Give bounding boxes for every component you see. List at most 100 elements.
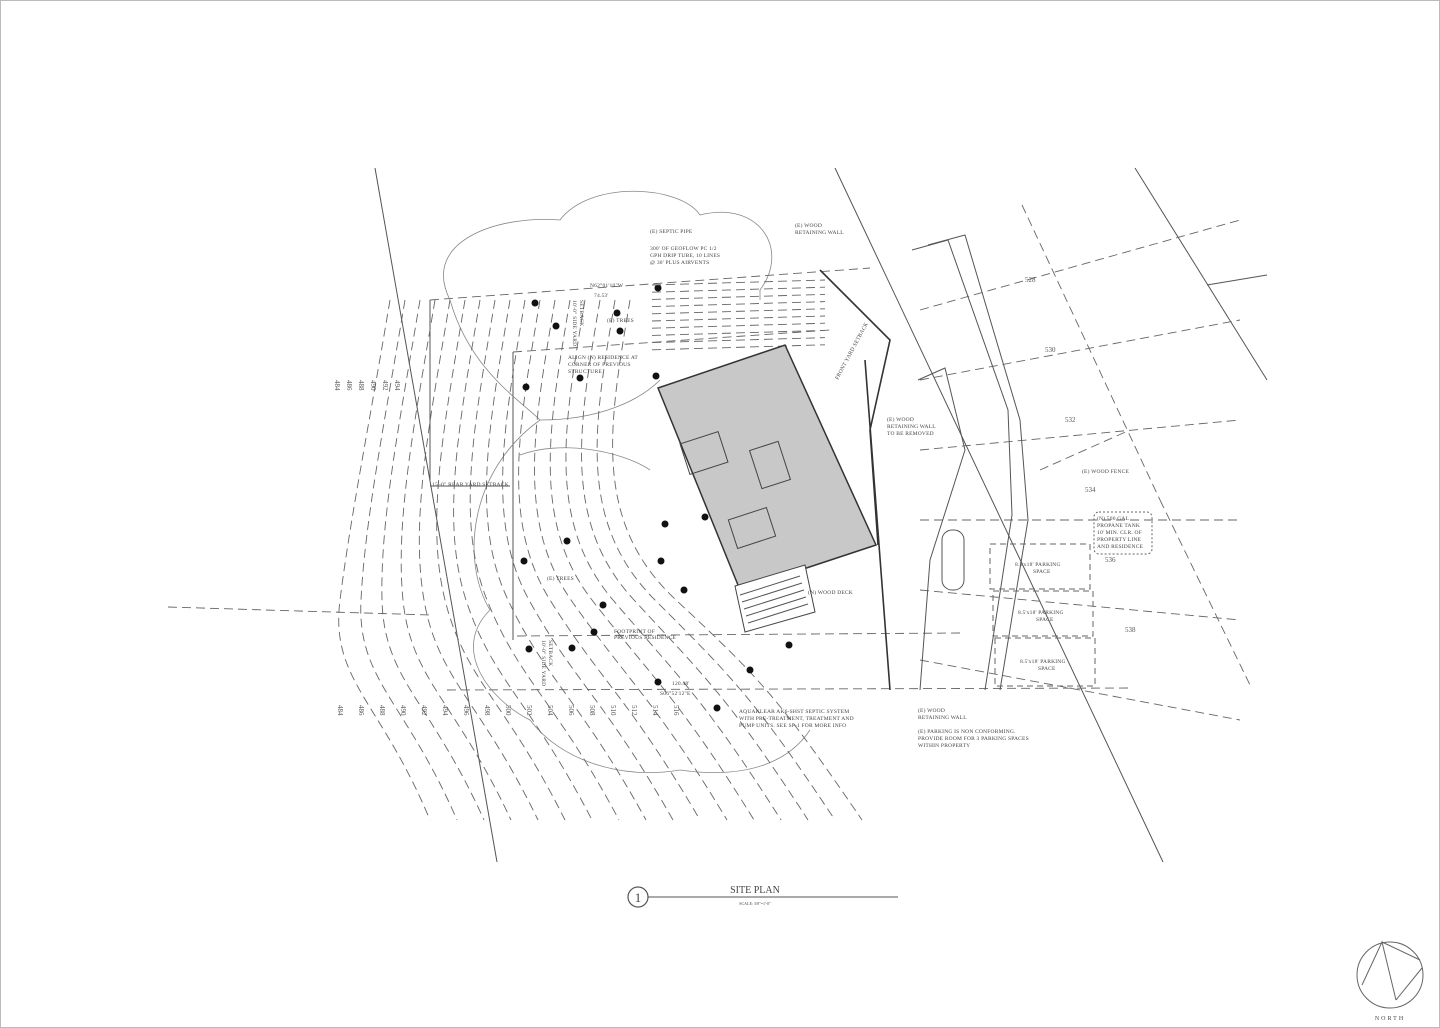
parking-space-label: SPACE [1036, 617, 1054, 623]
note-septic-pipe: (E) SEPTIC PIPE [650, 228, 693, 235]
contour-label: 504 [546, 705, 554, 716]
note-align-residence: STRUCTURE [568, 369, 602, 375]
note-side-setback: SETBACK [547, 640, 553, 666]
contour-line [518, 299, 701, 821]
contour-label: 506 [567, 705, 575, 716]
parking-space-label: SPACE [1038, 666, 1056, 672]
note-footprint: PREVIOUS RESIDENCE [614, 635, 677, 641]
contour-line [919, 319, 1241, 381]
tree-icon [520, 557, 528, 565]
tree-icon [613, 309, 621, 317]
contour-line [534, 299, 728, 821]
contour-line [486, 299, 647, 821]
contour-line [919, 419, 1241, 451]
note-propane: 10' MIN. CLR. OF [1097, 530, 1142, 536]
contour-label: 508 [588, 705, 596, 716]
note-drip-tube: 300' OF GEOFLOW PC 1/2 [650, 246, 717, 252]
tree-icon [522, 383, 530, 391]
contour-line [596, 299, 836, 821]
note-footprint: FOOTPRINT OF [614, 629, 655, 635]
tree-icon [525, 645, 533, 653]
contour-line [338, 299, 431, 821]
contour-label: 528 [1025, 276, 1036, 284]
contour-label: 498 [483, 705, 491, 716]
parking-space-label: 8.5'x18' PARKING [1020, 659, 1066, 665]
parking-space-label: SPACE [1033, 569, 1051, 575]
note-front-setback: FRONT YARD SETBACK [834, 322, 869, 381]
note-retaining-wall: RETAINING WALL [918, 715, 967, 721]
tree-icon [568, 644, 576, 652]
note-retaining-wall: RETAINING WALL [795, 230, 844, 236]
tree-canopy-outlines [443, 190, 811, 773]
note-drip-tube: GPH DRIP TUBE, 10 LINES [650, 253, 720, 259]
tree-icon [654, 678, 662, 686]
contour-labels: 484 486 488 490 492 494 496 498 500 502 504 506 508 5… [333, 276, 1136, 716]
contour-label: 534 [1085, 486, 1096, 494]
residence-footprint [657, 344, 878, 633]
contour-label: 492 [420, 705, 428, 716]
contour-label: 484 [333, 380, 341, 391]
tree-icon [590, 628, 598, 636]
tree-icon [531, 299, 539, 307]
tree-icon [680, 586, 688, 594]
drip-field [651, 279, 826, 351]
contour-label: 532 [1065, 416, 1076, 424]
contour-label: 538 [1125, 626, 1136, 634]
drawing-scale: SCALE: 3/8"=1'-0" [739, 901, 771, 906]
tree-icon [652, 372, 660, 380]
note-wall-removed: RETAINING WALL [887, 424, 936, 430]
drip-line [651, 301, 826, 308]
note-propane: AND RESIDENCE [1097, 544, 1144, 550]
contour-label: 494 [441, 705, 449, 716]
tree-icon [552, 322, 560, 330]
contour-line [360, 299, 458, 821]
drip-line [651, 293, 826, 300]
contour-line [549, 299, 755, 821]
contour-label: 500 [504, 705, 512, 716]
parking-space-label: 8.5'x18' PARKING [1018, 610, 1064, 616]
tree-icon [599, 601, 607, 609]
note-retaining-wall: (E) WOOD [795, 222, 822, 229]
contour-label: 484 [336, 705, 344, 716]
contour-label: 496 [462, 705, 470, 716]
contour-label: 502 [525, 705, 533, 716]
tree-icon [563, 537, 571, 545]
north-label: NORTH [1375, 1016, 1405, 1022]
contour-label: 486 [345, 380, 353, 391]
detail-number: 1 [635, 890, 642, 905]
note-align-residence: CORNER OF PREVIOUS [568, 362, 631, 368]
note-side-setback: 10'-0" SIDE YARD [540, 640, 546, 686]
tree-icon [654, 284, 662, 292]
contour-label: 492 [381, 380, 389, 391]
contour-line [400, 299, 512, 821]
tree-icon [661, 520, 669, 528]
bearing-label: N62°01'10"W [590, 282, 624, 289]
contour-label: 510 [609, 705, 617, 716]
note-side-setback: SETBACK [578, 300, 584, 326]
contour-label: 512 [630, 705, 638, 716]
note-trees: (E) TREES [547, 575, 574, 582]
note-wood-deck: (N) WOOD DECK [808, 589, 853, 596]
note-septic-system: AQUAKLEAR AK6-SHST SEPTIC SYSTEM [739, 709, 849, 715]
contour-label: 516 [672, 705, 680, 716]
drawing-title-text: SITE PLAN [730, 885, 780, 896]
drip-line [651, 337, 826, 344]
note-wood-fence: (E) WOOD FENCE [1082, 468, 1129, 475]
contour-lines [338, 219, 1241, 821]
note-retaining-wall: (E) WOOD [918, 707, 945, 714]
drip-line [651, 344, 826, 351]
note-rear-setback: 15'-0" REAR YARD SETBACK [432, 482, 509, 488]
contour-line [418, 299, 539, 821]
north-arrow: NORTH [1356, 940, 1424, 1022]
contour-label: 488 [357, 380, 365, 391]
contour-line [453, 299, 593, 821]
tree-icon [657, 557, 665, 565]
contour-label: 488 [378, 705, 386, 716]
contour-label: 490 [369, 380, 377, 391]
note-propane: PROPERTY LINE [1097, 537, 1142, 543]
contour-label: 486 [357, 705, 365, 716]
note-align-residence: ALIGN (N) RESIDENCE AT [568, 354, 638, 361]
bearing-label: 74.53' [594, 293, 609, 299]
contour-line [581, 299, 809, 821]
drip-line [651, 315, 826, 322]
